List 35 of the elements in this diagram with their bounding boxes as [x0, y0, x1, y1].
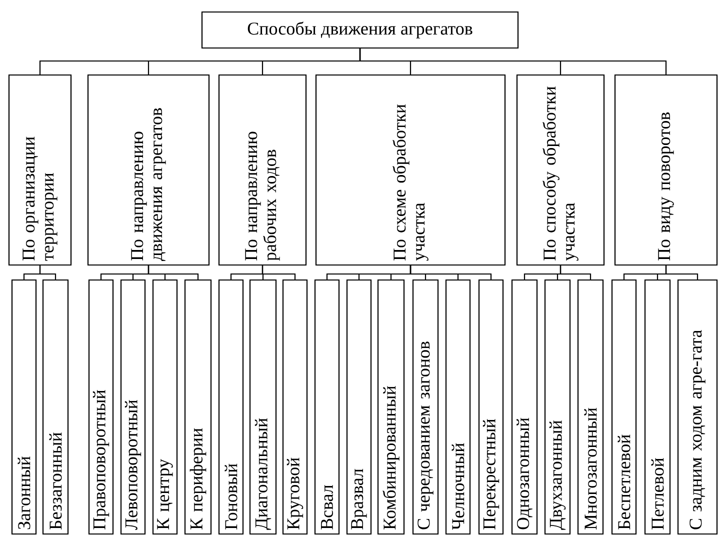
- method-box: Загонный: [11, 279, 37, 535]
- category-box: По способу обработки участка: [516, 74, 605, 266]
- method-box: Диагональный: [249, 279, 277, 535]
- method-box: Челночный: [445, 279, 471, 535]
- method-box: Левоповоротный: [120, 279, 146, 535]
- connector-line: [148, 265, 199, 280]
- method-box: Вразвал: [346, 279, 372, 535]
- connector-line: [665, 265, 698, 280]
- title-box: Способы движения агрегатов: [201, 11, 519, 49]
- method-box: Перекрестный: [478, 279, 504, 535]
- method-box: К центру: [152, 279, 178, 535]
- category-box: По направлению движения агрегатов: [87, 74, 210, 266]
- connector-line: [262, 265, 296, 280]
- method-box: Беспетлевой: [611, 279, 637, 535]
- method-box: Однозагонный: [511, 279, 538, 535]
- method-box: Комбинированный: [377, 279, 405, 535]
- method-box: К периферии: [184, 279, 212, 535]
- method-box: Двухзагонный: [544, 279, 571, 535]
- category-box: По схеме обработки участка: [315, 74, 506, 266]
- method-box: Беззагонный: [42, 279, 69, 535]
- method-box: С чередованием загонов: [412, 279, 439, 535]
- category-box: По виду поворотов: [614, 74, 718, 266]
- connector-line: [410, 265, 492, 280]
- connector-line: [359, 48, 667, 75]
- method-box: Правоповоротный: [88, 279, 114, 535]
- method-box: Всвал: [314, 279, 340, 535]
- method-box: Гоновый: [218, 279, 244, 535]
- category-box: По организации территории: [8, 74, 72, 266]
- method-box: С задним ходом агре-гата: [677, 279, 718, 535]
- method-box: Многозагонный: [577, 279, 604, 535]
- connector-line: [39, 265, 56, 280]
- method-box: Петлевой: [644, 279, 671, 535]
- category-box: По направлению рабочих ходов: [218, 74, 307, 266]
- connector-line: [560, 265, 592, 280]
- method-box: Круговой: [282, 279, 308, 535]
